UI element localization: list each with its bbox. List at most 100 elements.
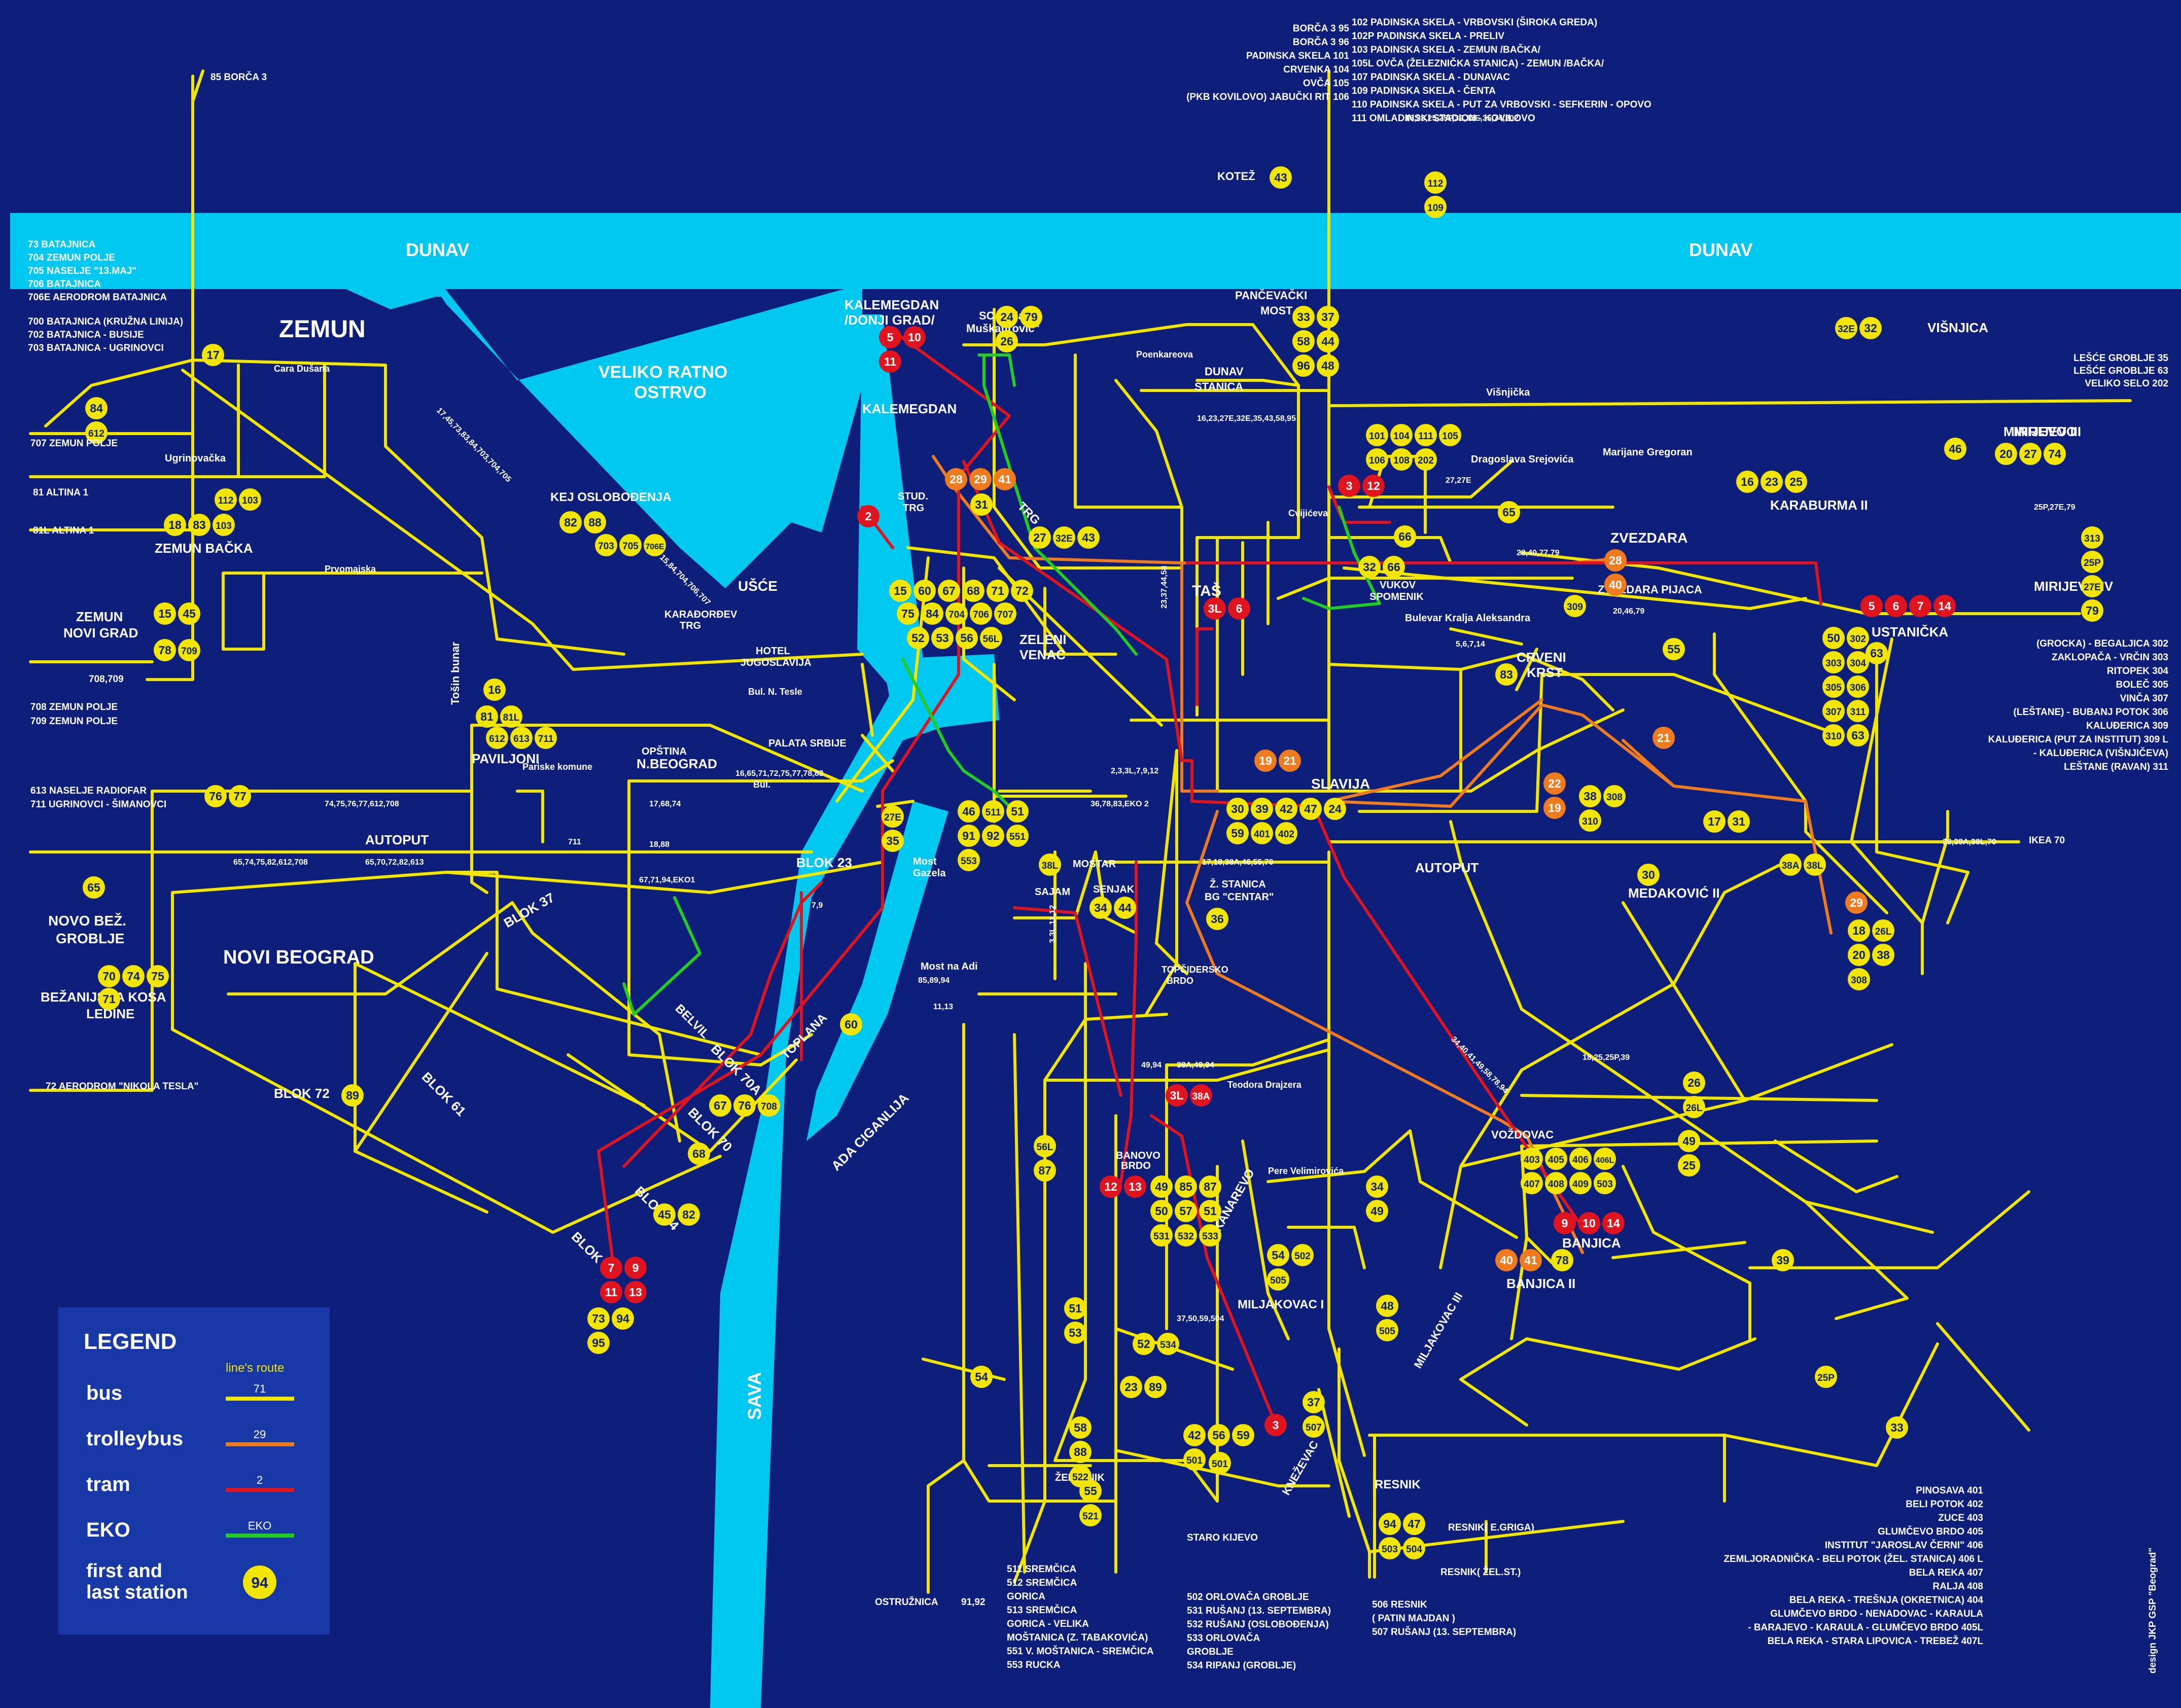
stop-32E[interactable]: 32E [1053,526,1075,549]
stop-54[interactable]: 54 [1267,1244,1289,1266]
stop-96[interactable]: 96 [1292,354,1315,377]
stop-32E[interactable]: 32E [1835,317,1857,339]
stop-11[interactable]: 11 [879,350,901,373]
stop-308[interactable]: 308 [1848,968,1870,990]
stop-43[interactable]: 43 [1270,166,1292,189]
stop-307[interactable]: 307 [1822,700,1845,722]
stop-407[interactable]: 407 [1521,1172,1543,1194]
stop-27E[interactable]: 27E [882,805,904,828]
stop-112[interactable]: 112 [215,488,237,511]
stop-112[interactable]: 112 [1424,171,1447,194]
stop-35[interactable]: 35 [882,830,904,852]
stop-32[interactable]: 32 [1358,556,1381,578]
stop-51[interactable]: 51 [1199,1200,1221,1222]
stop-34[interactable]: 34 [1366,1176,1388,1198]
stop-45[interactable]: 45 [178,602,200,625]
stop-402[interactable]: 402 [1275,822,1297,844]
stop-532[interactable]: 532 [1175,1224,1197,1247]
stop-46[interactable]: 46 [958,800,980,823]
stop-51[interactable]: 51 [1006,800,1029,823]
stop-94[interactable]: 94 [612,1307,634,1330]
stop-304[interactable]: 304 [1847,651,1869,673]
stop-501[interactable]: 501 [1209,1452,1231,1474]
stop-308[interactable]: 308 [1603,785,1626,807]
stop-95[interactable]: 95 [587,1332,610,1354]
stop-44[interactable]: 44 [1317,330,1339,352]
stop-52[interactable]: 52 [1133,1333,1155,1355]
stop-503[interactable]: 503 [1379,1537,1401,1559]
stop-46[interactable]: 46 [1944,438,1966,460]
stop-34[interactable]: 34 [1089,897,1112,919]
stop-21[interactable]: 21 [1279,750,1301,772]
stop-68[interactable]: 68 [962,580,984,602]
stop-41[interactable]: 41 [994,468,1016,490]
stop-24[interactable]: 24 [1324,798,1346,820]
stop-63[interactable]: 63 [1866,642,1888,664]
stop-79[interactable]: 79 [1020,306,1042,328]
stop-503[interactable]: 503 [1594,1172,1616,1194]
stop-87[interactable]: 87 [1034,1159,1056,1182]
stop-502[interactable]: 502 [1291,1244,1314,1266]
stop-101[interactable]: 101 [1366,424,1388,446]
stop-41[interactable]: 41 [1520,1249,1542,1271]
stop-73[interactable]: 73 [587,1307,610,1330]
stop-36[interactable]: 36 [1206,908,1228,930]
stop-63[interactable]: 63 [1847,724,1869,746]
stop-708[interactable]: 708 [758,1094,780,1117]
stop-612[interactable]: 612 [85,421,108,444]
stop-56L[interactable]: 56L [1034,1135,1056,1157]
stop-94[interactable]: 94 [1379,1513,1401,1535]
stop-50[interactable]: 50 [1150,1200,1173,1222]
stop-507[interactable]: 507 [1303,1415,1325,1438]
stop-10[interactable]: 10 [903,326,926,348]
stop-50[interactable]: 50 [1822,627,1845,649]
stop-511[interactable]: 511 [982,800,1004,823]
stop-25P[interactable]: 25P [2081,551,2103,573]
stop-47[interactable]: 47 [1299,798,1322,820]
stop-501[interactable]: 501 [1183,1448,1206,1471]
stop-58[interactable]: 58 [1292,330,1315,352]
stop-75[interactable]: 75 [897,602,919,625]
stop-70[interactable]: 70 [98,965,120,987]
stop-79[interactable]: 79 [2081,599,2103,622]
stop-27[interactable]: 27 [1029,526,1051,549]
stop-42[interactable]: 42 [1183,1424,1206,1446]
stop-531[interactable]: 531 [1150,1224,1173,1247]
stop-72[interactable]: 72 [1011,580,1033,602]
stop-409[interactable]: 409 [1569,1172,1592,1194]
stop-22[interactable]: 22 [1543,772,1566,795]
stop-68[interactable]: 68 [688,1143,710,1165]
stop-15[interactable]: 15 [889,580,911,602]
stop-14[interactable]: 14 [1602,1212,1625,1234]
stop-109[interactable]: 109 [1424,196,1447,218]
stop-85[interactable]: 85 [1175,1176,1197,1198]
stop-302[interactable]: 302 [1847,627,1869,649]
stop-111[interactable]: 111 [1415,424,1437,446]
stop-16[interactable]: 16 [483,679,506,701]
stop-48[interactable]: 48 [1376,1295,1398,1317]
stop-13[interactable]: 13 [624,1281,647,1303]
stop-39[interactable]: 39 [1251,798,1273,820]
stop-53[interactable]: 53 [1064,1322,1086,1344]
stop-408[interactable]: 408 [1545,1172,1567,1194]
stop-522[interactable]: 522 [1069,1465,1092,1487]
stop-12[interactable]: 12 [1100,1176,1122,1198]
stop-38[interactable]: 38 [1579,785,1601,807]
stop-108[interactable]: 108 [1390,448,1413,471]
stop-612[interactable]: 612 [486,727,508,749]
stop-56[interactable]: 56 [956,627,978,649]
stop-92[interactable]: 92 [982,825,1004,847]
stop-534[interactable]: 534 [1157,1333,1179,1355]
stop-19[interactable]: 19 [1254,750,1277,772]
stop-703[interactable]: 703 [595,534,617,556]
stop-15[interactable]: 15 [154,602,176,625]
stop-23[interactable]: 23 [1120,1376,1142,1398]
stop-7[interactable]: 7 [600,1257,622,1279]
stop-71[interactable]: 71 [98,988,120,1010]
stop-83[interactable]: 83 [188,514,210,536]
stop-310[interactable]: 310 [1579,809,1601,832]
stop-83[interactable]: 83 [1495,663,1518,686]
stop-303[interactable]: 303 [1822,651,1845,673]
stop-30[interactable]: 30 [1226,798,1249,820]
stop-27[interactable]: 27 [2019,443,2042,465]
